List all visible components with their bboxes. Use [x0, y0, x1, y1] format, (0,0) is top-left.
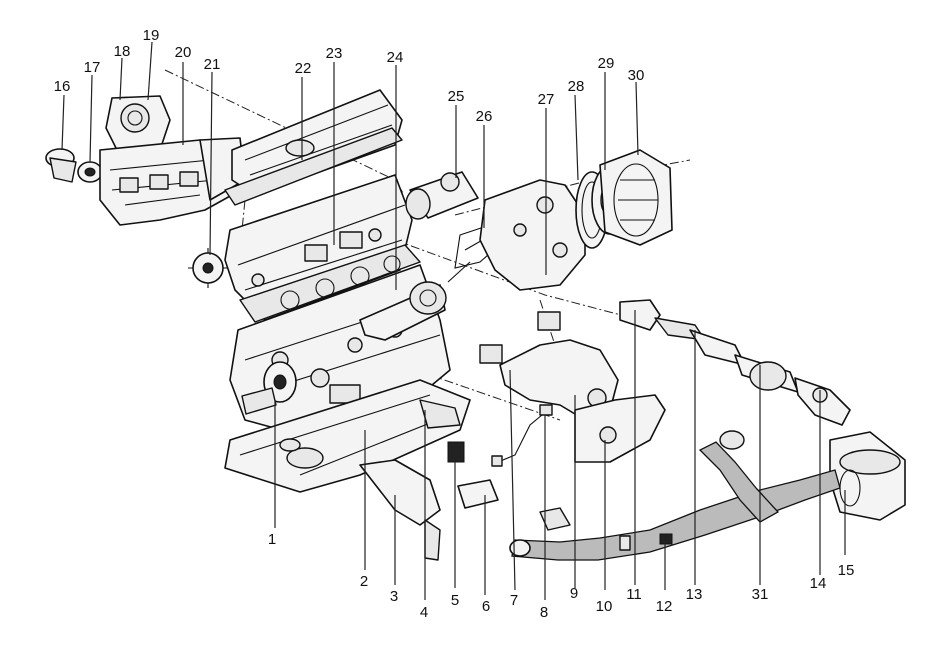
label-15: 15 [838, 562, 855, 579]
part-number-labels: 1 2 3 4 5 6 7 8 9 10 11 12 13 31 14 15 1… [54, 27, 855, 621]
catalytic-converter [794, 377, 851, 426]
leader-lines [61, 41, 846, 600]
carburetor-intake-assembly [99, 95, 246, 226]
valve-cover [224, 89, 403, 206]
label-7: 7 [510, 592, 518, 609]
label-16: 16 [54, 78, 71, 95]
label-3: 3 [390, 588, 398, 605]
crankshaft-pulley [241, 361, 297, 415]
label-4: 4 [420, 604, 428, 621]
label-13: 13 [686, 586, 703, 603]
label-6: 6 [482, 598, 490, 615]
clutch-housing [479, 179, 586, 291]
label-23: 23 [326, 45, 343, 62]
label-29: 29 [598, 55, 615, 72]
oil-pan [224, 379, 471, 493]
label-10: 10 [596, 598, 613, 615]
head-gasket [239, 244, 421, 323]
front-pipe [619, 299, 746, 366]
rear-pipe [509, 430, 841, 561]
label-12: 12 [656, 598, 673, 615]
label-1: 1 [268, 531, 276, 548]
pressure-plate [599, 149, 673, 246]
label-24: 24 [387, 49, 404, 66]
label-22: 22 [295, 60, 312, 77]
label-9: 9 [570, 585, 578, 602]
thermostat-housing [45, 148, 77, 183]
camshaft-sprocket [188, 248, 228, 288]
label-18: 18 [114, 43, 131, 60]
label-17: 17 [84, 59, 101, 76]
cylinder-head [224, 174, 413, 321]
label-27: 27 [538, 91, 555, 108]
starter-motor [405, 171, 479, 220]
center-pipe [734, 354, 799, 393]
label-28: 28 [568, 78, 585, 95]
label-19: 19 [143, 27, 160, 44]
label-25: 25 [448, 88, 465, 105]
label-5: 5 [451, 592, 459, 609]
label-14: 14 [810, 575, 827, 592]
label-8: 8 [540, 604, 548, 621]
label-30: 30 [628, 67, 645, 84]
exhaust-manifold [479, 311, 619, 421]
heat-shield [574, 394, 666, 463]
label-20: 20 [175, 44, 192, 61]
label-2: 2 [360, 573, 368, 590]
label-11: 11 [626, 586, 642, 603]
label-31: 31 [752, 586, 769, 603]
oxygen-sensor [491, 404, 553, 467]
muffler [829, 431, 906, 521]
thermostat [77, 161, 103, 183]
distributor [359, 281, 447, 341]
label-26: 26 [476, 108, 493, 125]
label-21: 21 [204, 56, 221, 73]
